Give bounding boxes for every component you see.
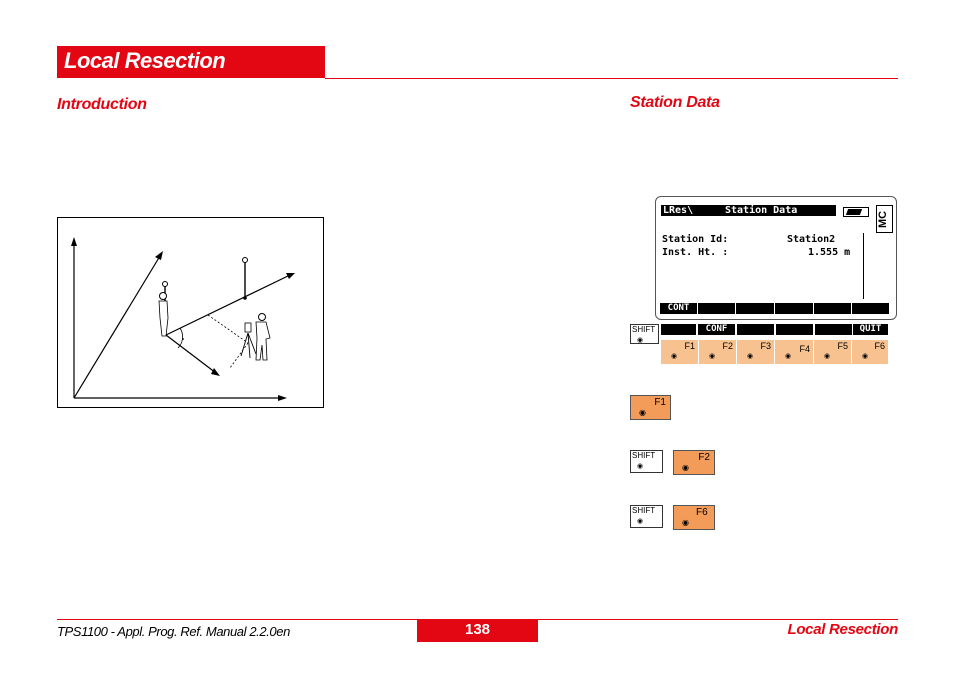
legend-shift-key-2[interactable]: SHIFT ◉	[630, 505, 663, 528]
key-dot-icon: ◉	[709, 353, 716, 360]
legend-shift-label-1: SHIFT	[632, 451, 656, 460]
softkey-3[interactable]	[736, 303, 774, 314]
mc-indicator: MC	[876, 205, 893, 233]
key-dot-icon: ◉	[747, 353, 754, 360]
inst-ht-label: Inst. Ht. :	[662, 247, 729, 258]
key-dot-icon: ◉	[862, 353, 869, 360]
shift-softkey-conf[interactable]: CONF	[698, 324, 735, 335]
station-id-label: Station Id:	[662, 234, 729, 245]
fkey-f5-label: F5	[837, 341, 848, 351]
key-dot-icon: ◉	[682, 518, 689, 527]
softkey-2[interactable]	[698, 303, 735, 314]
screen-divider	[863, 233, 864, 299]
resection-illustration	[71, 237, 295, 401]
fkey-f6-label: F6	[874, 341, 885, 351]
instrument-display: LRes\ Station Data MC Station Id: Statio…	[655, 196, 897, 320]
key-dot-icon: ◉	[682, 463, 689, 472]
shift-softkey-5[interactable]	[815, 324, 852, 335]
legend-key-f6-label: F6	[696, 507, 708, 518]
screen-path: LRes\	[663, 205, 694, 216]
station-data-heading: Station Data	[630, 94, 720, 111]
resection-diagram	[57, 217, 324, 408]
softkey-cont[interactable]: CONT	[660, 303, 697, 314]
key-dot-icon: ◉	[637, 463, 644, 470]
key-dot-icon: ◉	[785, 353, 792, 360]
softkey-4[interactable]	[775, 303, 813, 314]
legend-key-f1-label: F1	[654, 397, 666, 408]
battery-icon	[843, 207, 869, 217]
fkey-f3-label: F3	[760, 341, 771, 351]
fkey-f6[interactable]: F6 ◉	[852, 340, 889, 364]
legend-key-f6[interactable]: F6 ◉	[673, 505, 715, 530]
chapter-title: Local Resection	[787, 621, 898, 638]
footer-rule	[57, 619, 898, 620]
fkey-f3[interactable]: F3 ◉	[737, 340, 775, 364]
introduction-heading: Introduction	[57, 96, 147, 113]
title-bar	[57, 46, 325, 78]
key-dot-icon: ◉	[824, 353, 831, 360]
fkey-f2-label: F2	[722, 341, 733, 351]
shift-softkey-quit[interactable]: QUIT	[853, 324, 888, 335]
softkey-6[interactable]	[852, 303, 889, 314]
key-dot-icon: ◉	[639, 408, 646, 417]
fkey-f2[interactable]: F2 ◉	[699, 340, 737, 364]
fkey-f5[interactable]: F5 ◉	[814, 340, 852, 364]
legend-key-f2[interactable]: F2 ◉	[673, 450, 715, 475]
shift-softkey-3[interactable]	[737, 324, 774, 335]
key-dot-icon: ◉	[637, 337, 644, 344]
key-dot-icon: ◉	[637, 518, 644, 525]
page-number: 138	[417, 620, 538, 642]
legend-shift-label-2: SHIFT	[632, 506, 656, 515]
key-dot-icon: ◉	[671, 353, 678, 360]
screen-title-bar: LRes\ Station Data	[661, 205, 836, 216]
fkey-f1-label: F1	[684, 341, 695, 351]
shift-softkey-1[interactable]	[661, 324, 696, 335]
inst-ht-value[interactable]: 1.555 m	[808, 247, 851, 258]
shift-key-label: SHIFT	[632, 325, 656, 334]
legend-shift-key-1[interactable]: SHIFT ◉	[630, 450, 663, 473]
header-rule	[325, 78, 898, 79]
fkey-f1[interactable]: F1 ◉	[661, 340, 699, 364]
screen-title: Station Data	[725, 205, 798, 216]
station-id-value[interactable]: Station2	[787, 234, 836, 245]
legend-key-f2-label: F2	[698, 452, 710, 463]
shift-key[interactable]: SHIFT ◉	[630, 324, 659, 344]
legend-key-f1[interactable]: F1 ◉	[630, 395, 671, 420]
softkey-5[interactable]	[814, 303, 851, 314]
fkey-f4[interactable]: F4 ◉	[775, 340, 814, 364]
page-title: Local Resection	[64, 48, 226, 73]
fkey-f4-label: F4	[799, 344, 810, 354]
shift-softkey-4[interactable]	[776, 324, 813, 335]
manual-reference: TPS1100 - Appl. Prog. Ref. Manual 2.2.0e…	[57, 624, 290, 639]
